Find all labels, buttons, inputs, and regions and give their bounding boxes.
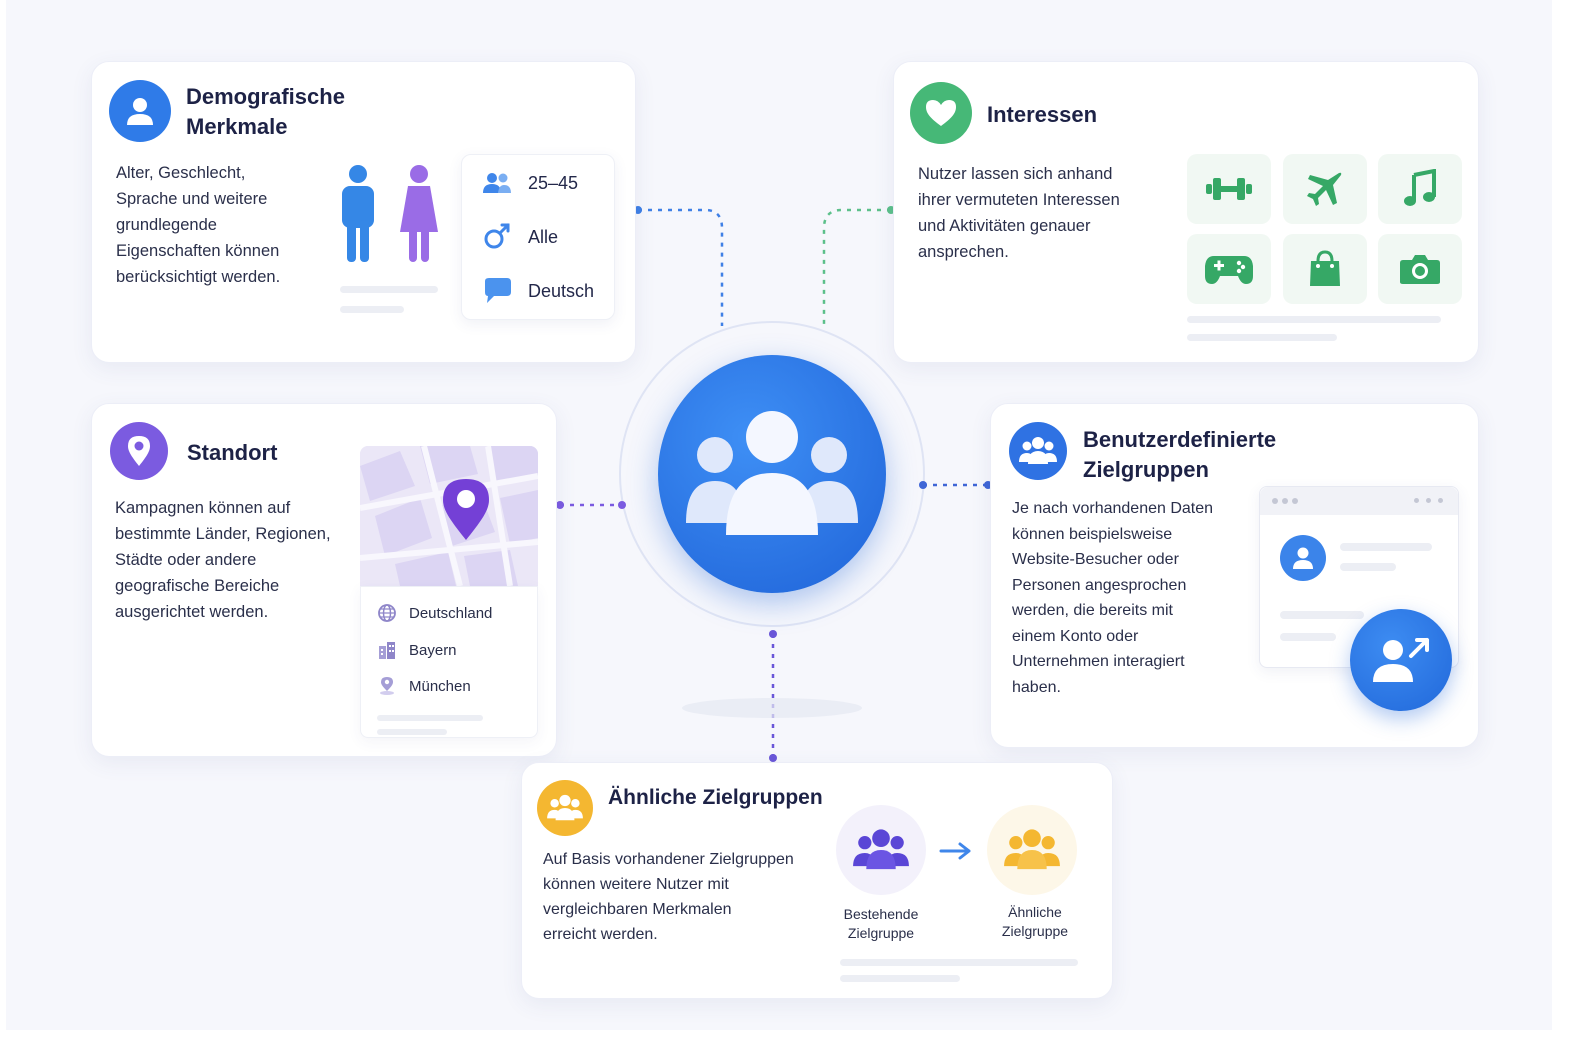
location-country: Deutschland (377, 603, 492, 623)
users-group-icon (1019, 437, 1057, 464)
interest-photography (1378, 234, 1462, 304)
custom-audiences-title: Benutzerdefinierte Zielgruppen (1083, 427, 1277, 482)
attribute-age: 25–45 (482, 171, 578, 195)
attribute-language: Deutsch (482, 277, 594, 305)
placeholder-line (1187, 334, 1337, 341)
female-figure-icon (400, 165, 438, 262)
male-figure-icon (342, 165, 374, 262)
globe-icon (378, 604, 396, 622)
location-description: Kampagnen können auf bestimmte Länder, R… (115, 499, 331, 621)
placeholder-line (840, 975, 960, 982)
map-pin-icon (380, 677, 394, 695)
dumbbell-icon (1206, 178, 1252, 200)
location-badge (110, 422, 168, 480)
connector-interests (822, 208, 891, 326)
interest-fitness (1187, 154, 1271, 224)
heart-icon (926, 100, 956, 126)
interest-shopping (1283, 234, 1367, 304)
person-icon (127, 98, 153, 125)
map-pin-icon (128, 436, 150, 466)
map-preview (360, 446, 538, 586)
interests-title: Interessen (987, 102, 1098, 127)
custom-audiences-card: Benutzerdefinierte Zielgruppen Je nach v… (990, 403, 1479, 748)
similar-audiences-badge (537, 780, 593, 836)
buildings-icon (379, 642, 395, 659)
audience-group-icon (686, 411, 858, 535)
similar-audiences-description: Auf Basis vorhandener Zielgruppen können… (543, 851, 794, 943)
location-card: Standort Kampagnen können auf bestimmte … (91, 403, 557, 757)
location-city: München (377, 676, 471, 696)
existing-audience-circle (836, 805, 926, 895)
interest-music (1378, 154, 1462, 224)
shopping-bag-icon (1310, 250, 1340, 286)
connector-demographics (638, 208, 724, 326)
interests-description: Nutzer lassen sich anhand ihrer vermutet… (918, 165, 1120, 261)
users-icon (483, 173, 511, 193)
users-group-icon (547, 794, 583, 821)
demographics-attributes: 25–45 Alle Deutsch (461, 154, 615, 320)
similar-audiences-title: Ähnliche Zielgruppen (608, 786, 823, 809)
placeholder-line (340, 286, 438, 293)
existing-audience-caption: Bestehende Zielgruppe (843, 906, 919, 941)
arrow-right-icon (939, 842, 971, 860)
demographics-description: Alter, Geschlecht, Sprache und weitere g… (116, 164, 281, 286)
gender-icon (484, 223, 510, 249)
similar-audiences-card: Ähnliche Zielgruppen Auf Basis vorhanden… (521, 762, 1113, 999)
interest-travel (1283, 154, 1367, 224)
user-arrow-icon (1373, 638, 1429, 682)
airplane-icon (1307, 172, 1342, 206)
placeholder-line (377, 715, 483, 721)
camera-icon (1400, 255, 1440, 284)
speech-bubble-icon (485, 278, 511, 303)
avatar (1280, 535, 1326, 581)
interests-card: Interessen Nutzer lassen sich anhand ihr… (893, 61, 1479, 363)
location-region: Bayern (377, 640, 457, 660)
demographics-badge (109, 80, 171, 142)
placeholder-line (377, 729, 447, 735)
custom-audiences-badge (1009, 422, 1067, 480)
placeholder-line (1187, 316, 1441, 323)
map-pin-icon (443, 479, 489, 540)
music-note-icon (1404, 169, 1436, 206)
placeholder-line (340, 306, 404, 313)
lookalike-audience-caption: Ähnliche Zielgruppe (1001, 904, 1069, 939)
gamepad-icon (1205, 256, 1253, 284)
interests-badge (910, 82, 972, 144)
lookalike-audience-circle (987, 805, 1077, 895)
location-title: Standort (187, 440, 278, 465)
demographics-card: Demografische Merkmale Alter, Geschlecht… (91, 61, 636, 363)
interest-gaming (1187, 234, 1271, 304)
location-list: Deutschland Bayern München (360, 586, 538, 738)
users-group-icon (853, 829, 909, 870)
attribute-gender: Alle (482, 223, 558, 251)
user-share-badge (1350, 609, 1452, 711)
placeholder-line (840, 959, 1078, 966)
demographics-title: Demografische Merkmale (186, 84, 345, 139)
person-icon (1293, 547, 1313, 569)
users-group-icon (1004, 829, 1060, 870)
audience-hub (658, 355, 886, 593)
custom-audiences-description: Je nach vorhandenen Daten können beispie… (1012, 500, 1214, 696)
